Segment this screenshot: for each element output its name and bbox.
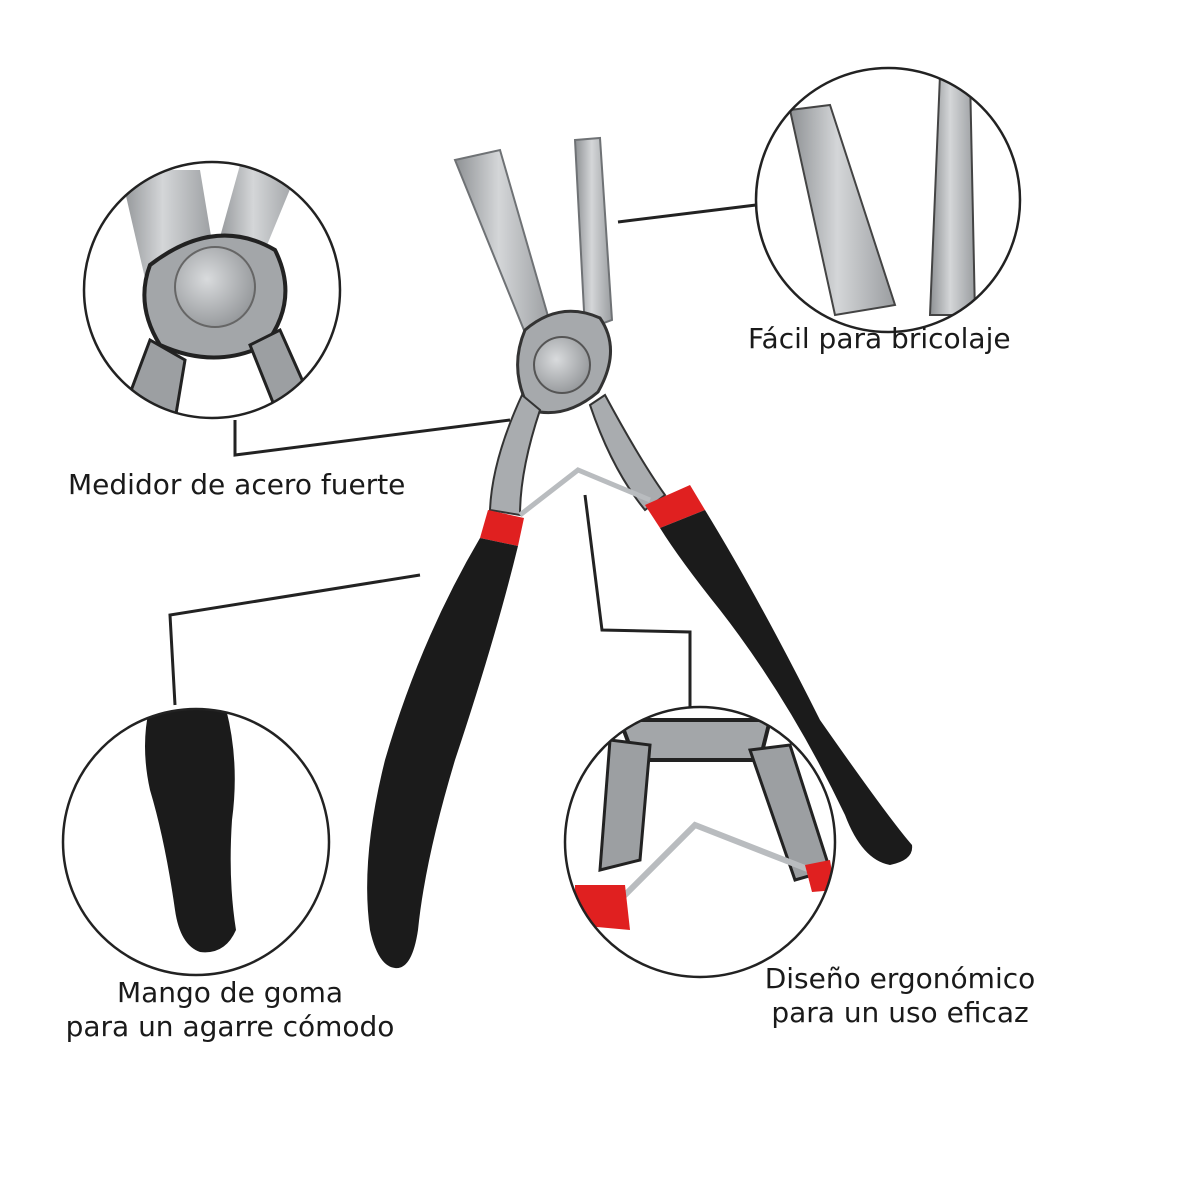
connector-lines xyxy=(168,203,757,708)
callout-grip: Mango de goma para un agarre cómodo xyxy=(20,976,440,1044)
callout-ergo: Diseño ergonómico para un uso eficaz xyxy=(700,962,1100,1030)
callout-ergo-line1: Diseño ergonómico xyxy=(764,962,1036,995)
circle-border-spring xyxy=(563,705,837,979)
closeup-pivot xyxy=(84,162,340,418)
line-diy xyxy=(617,203,757,224)
spring-wire xyxy=(518,467,651,517)
pivot-rivet xyxy=(533,336,591,394)
line-grip xyxy=(168,573,421,706)
callout-grip-line1: Mango de goma xyxy=(116,976,344,1009)
right-red-band xyxy=(645,485,705,528)
line-steel xyxy=(233,418,511,457)
closeup-jaws xyxy=(756,68,1020,332)
callout-grip-line2: para un agarre cómodo xyxy=(65,1010,395,1043)
circle-border-jaws xyxy=(754,66,1022,334)
circle-border-pivot xyxy=(82,160,342,420)
line-ergo xyxy=(583,494,692,708)
left-handle xyxy=(367,538,518,969)
right-handle xyxy=(660,510,913,865)
right-shank xyxy=(588,393,667,512)
closeup-handle xyxy=(63,709,329,975)
left-red-band xyxy=(480,510,524,546)
left-jaw xyxy=(453,148,554,347)
callout-steel: Medidor de acero fuerte xyxy=(68,468,406,501)
closeup-spring xyxy=(565,707,835,977)
left-shank xyxy=(488,393,542,517)
callout-ergo-line2: para un uso eficaz xyxy=(771,996,1029,1029)
callout-diy: Fácil para bricolaje xyxy=(748,322,1011,355)
circle-border-handle xyxy=(61,707,331,977)
main-pliers xyxy=(367,136,913,969)
right-jaw xyxy=(573,136,614,332)
